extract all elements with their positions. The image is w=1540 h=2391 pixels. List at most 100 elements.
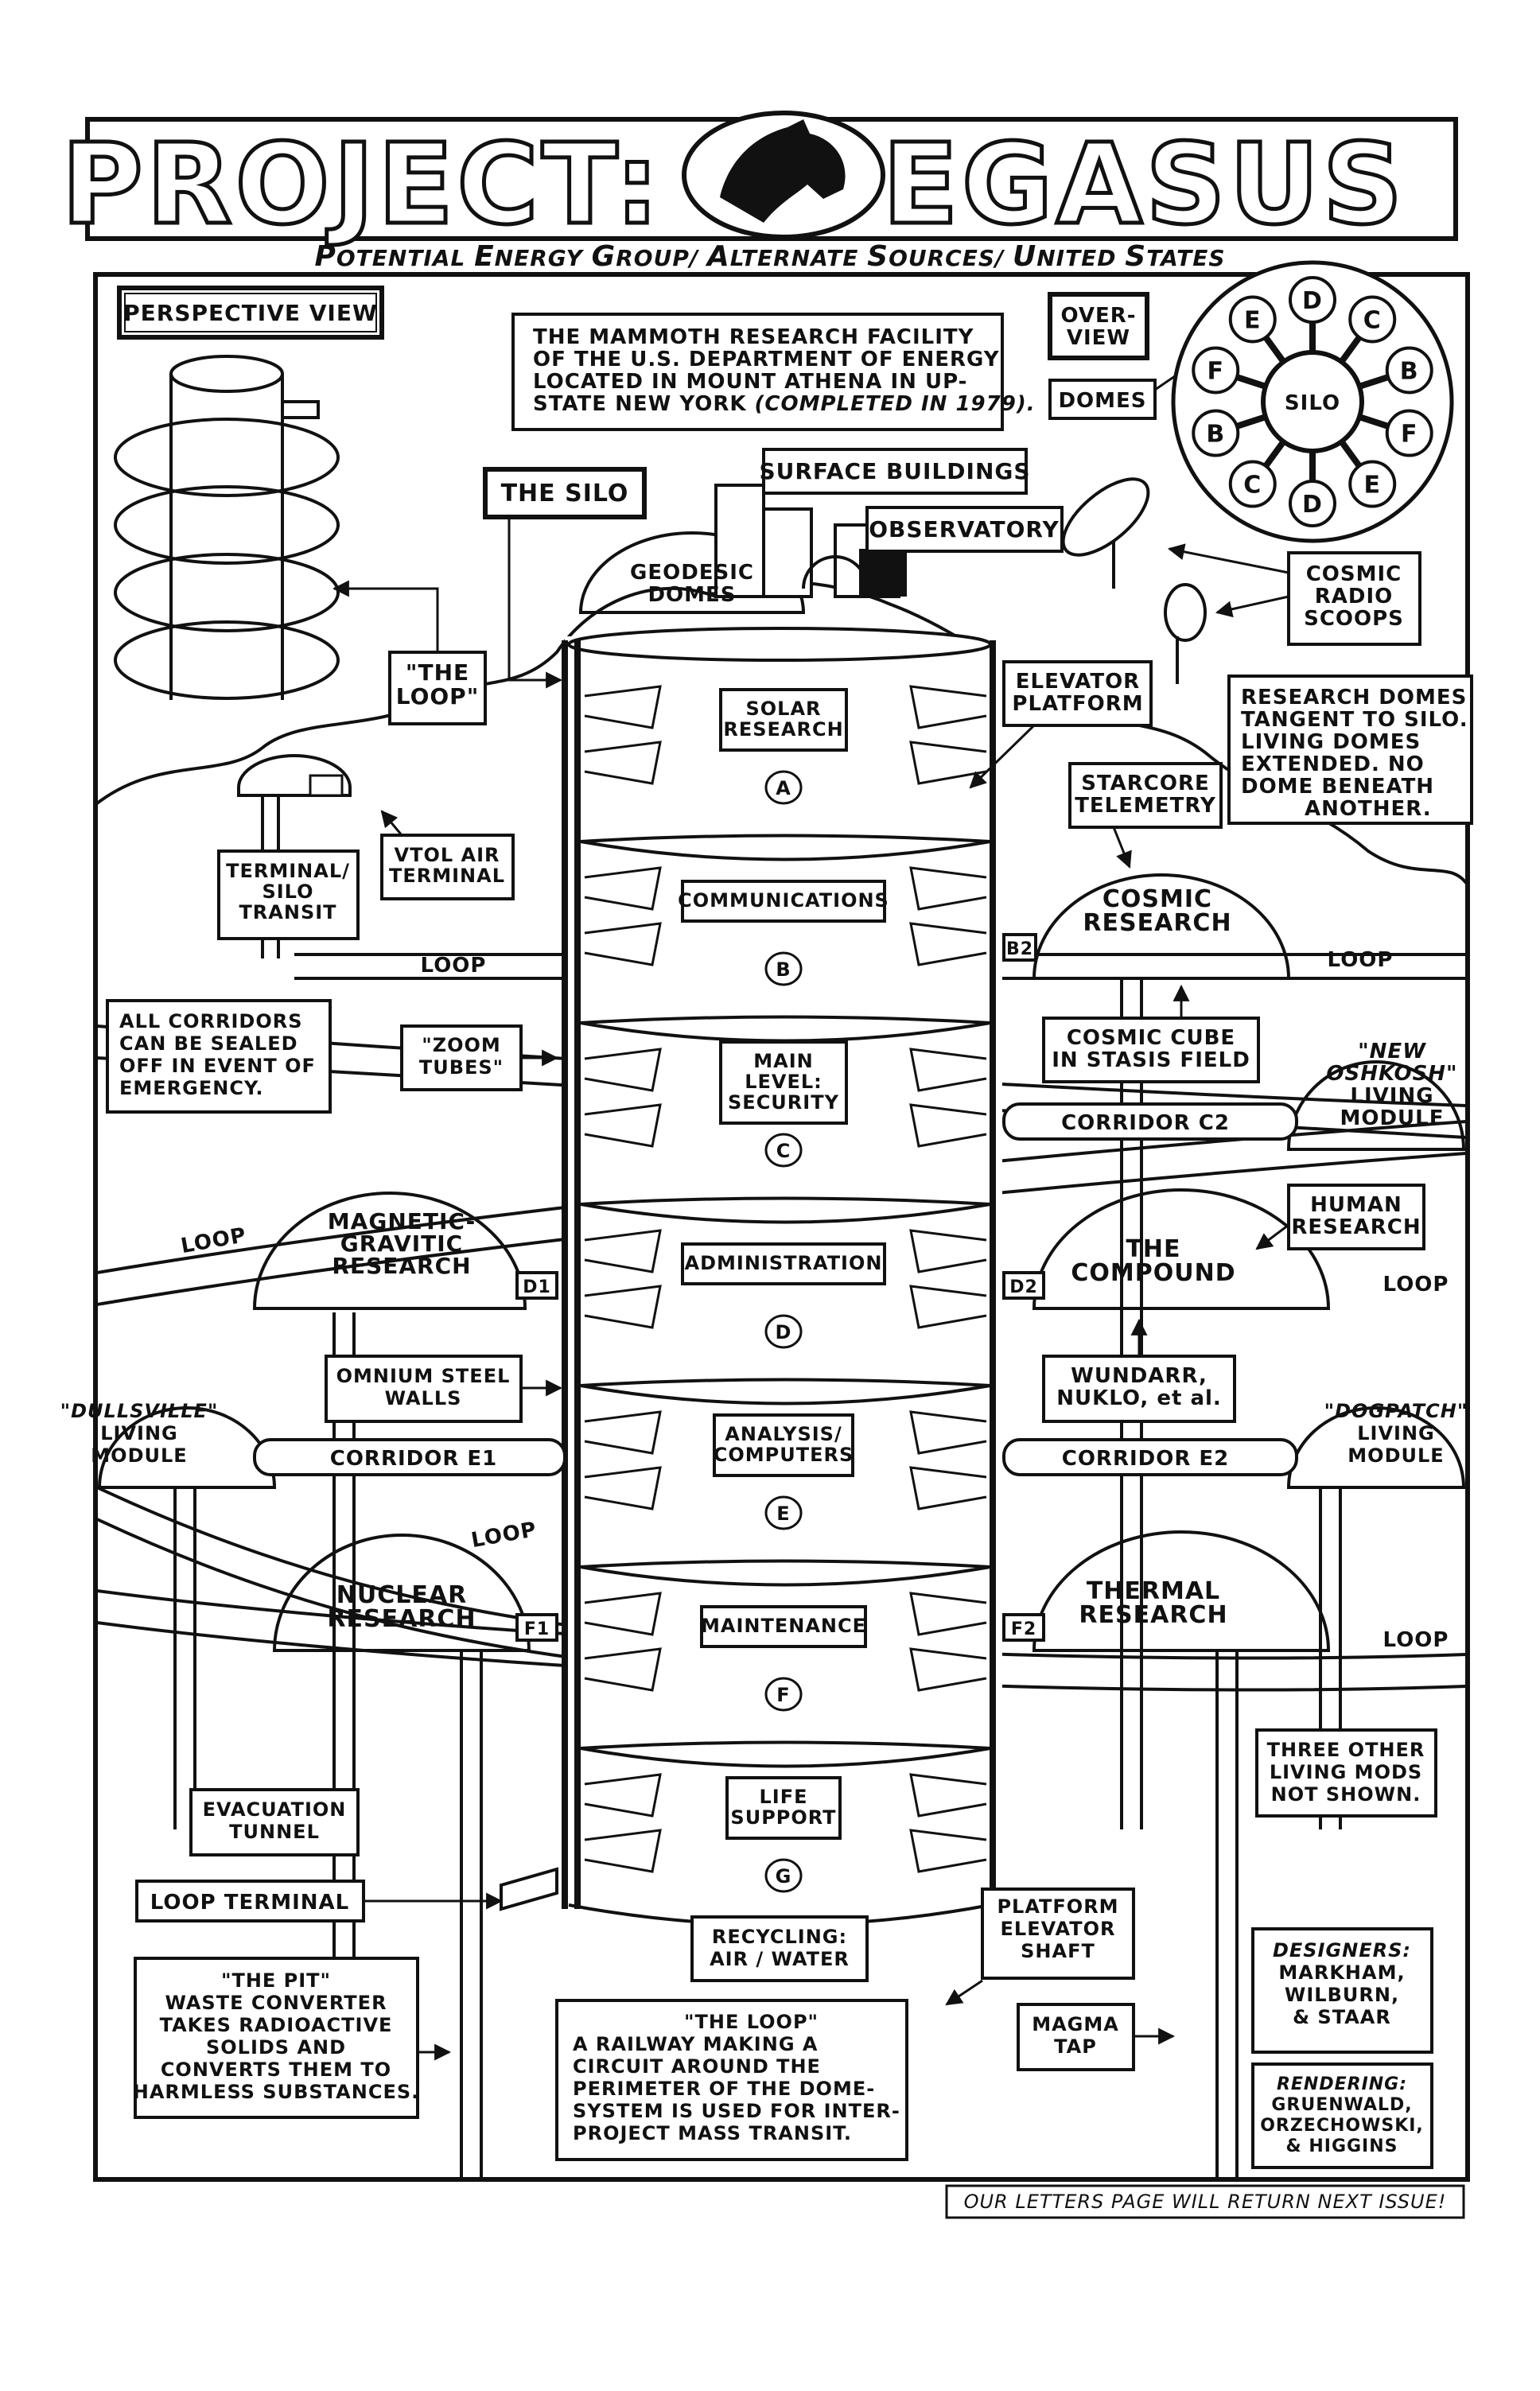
ramp-right xyxy=(909,1285,987,1329)
tag-d1: D1 xyxy=(523,1277,551,1297)
level-name: COMMUNICATIONS xyxy=(678,889,889,912)
recycling: RECYCLING:AIR / WATER xyxy=(710,1926,850,1970)
ramp-right xyxy=(909,685,987,729)
radio-scoop-icon xyxy=(1061,477,1207,684)
level-name: MAINTENANCE xyxy=(701,1615,866,1637)
overview-dome-circle xyxy=(1289,276,1336,324)
dome-new-oshkosh xyxy=(1286,1060,1466,1151)
level-box xyxy=(681,880,886,923)
ramp-right xyxy=(909,866,987,911)
main-frame xyxy=(93,272,1470,2182)
level-name: ANALYSIS/COMPUTERS xyxy=(714,1423,854,1466)
ramp-right xyxy=(909,1829,987,1873)
level-letter-circle xyxy=(764,1133,803,1168)
loop-label-5: LOOP xyxy=(469,1518,539,1553)
ramp-left xyxy=(584,1829,662,1873)
rendering: RENDERING:GRUENWALD,ORZECHOWSKI,& HIGGIN… xyxy=(1260,2074,1424,2156)
tag-d2: D2 xyxy=(1009,1277,1038,1297)
ramp-right xyxy=(909,1592,987,1636)
level-letter: A xyxy=(776,777,791,799)
level-box xyxy=(719,688,848,752)
floor-divider xyxy=(580,1378,991,1405)
level-name: ADMINISTRATION xyxy=(685,1252,883,1274)
perspective-view-label: PERSPECTIVE VIEW xyxy=(123,300,378,326)
ramp-left xyxy=(584,741,662,785)
title-right: PEGASUS xyxy=(798,120,1406,250)
silo-label: THE SILO xyxy=(501,480,629,507)
overview-dome-letter: C xyxy=(1243,472,1262,500)
dome-dogpatch xyxy=(1286,1406,1466,1489)
ramp-left xyxy=(584,685,662,729)
overview-dome-letter: B xyxy=(1400,357,1419,385)
level-letter-circle xyxy=(764,1314,803,1349)
ramp-left xyxy=(584,1592,662,1636)
ramp-right xyxy=(909,922,987,966)
loop-label-2: LOOP xyxy=(1328,948,1394,972)
ramp-left xyxy=(584,1048,662,1092)
ramp-left xyxy=(584,1103,662,1148)
ramp-left xyxy=(584,866,662,911)
overview-dome-letter: D xyxy=(1302,491,1323,519)
title-left: PROJECT: xyxy=(61,120,663,250)
ramp-left xyxy=(584,1773,662,1818)
level-letter-circle xyxy=(764,770,803,805)
ramp-right xyxy=(909,1647,987,1692)
floor-divider xyxy=(580,1559,991,1587)
overview-dome-letter: F xyxy=(1208,357,1225,385)
title-banner: PROJECT: PEGASUS xyxy=(60,111,1458,252)
overview-dome-circle xyxy=(1192,409,1240,457)
loop-terminal: LOOP TERMINAL xyxy=(150,1891,349,1915)
ramp-right xyxy=(909,1410,987,1455)
overview-dome-circle xyxy=(1385,409,1433,457)
corridor-e2: CORRIDOR E2 xyxy=(1062,1447,1230,1471)
wundarr: WUNDARR,NUKLO, et al. xyxy=(1056,1364,1222,1410)
tag-b2: B2 xyxy=(1006,939,1033,959)
level-box xyxy=(725,1776,842,1840)
level-box xyxy=(713,1413,854,1477)
overview-dome-circle xyxy=(1228,295,1277,344)
footer-note: OUR LETTERS PAGE WILL RETURN NEXT ISSUE! xyxy=(964,2191,1447,2213)
overview-dome-circle xyxy=(1348,460,1397,508)
level-box xyxy=(719,1040,848,1125)
level-letter: B xyxy=(776,958,791,981)
level-letter: F xyxy=(776,1684,790,1706)
ramp-left xyxy=(584,1647,662,1692)
tag-f2: F2 xyxy=(1011,1619,1036,1639)
level-box xyxy=(700,1605,867,1648)
ramp-left xyxy=(584,1466,662,1510)
surface-buildings: SURFACE BUILDINGS xyxy=(759,458,1030,484)
ramp-left xyxy=(584,1285,662,1329)
